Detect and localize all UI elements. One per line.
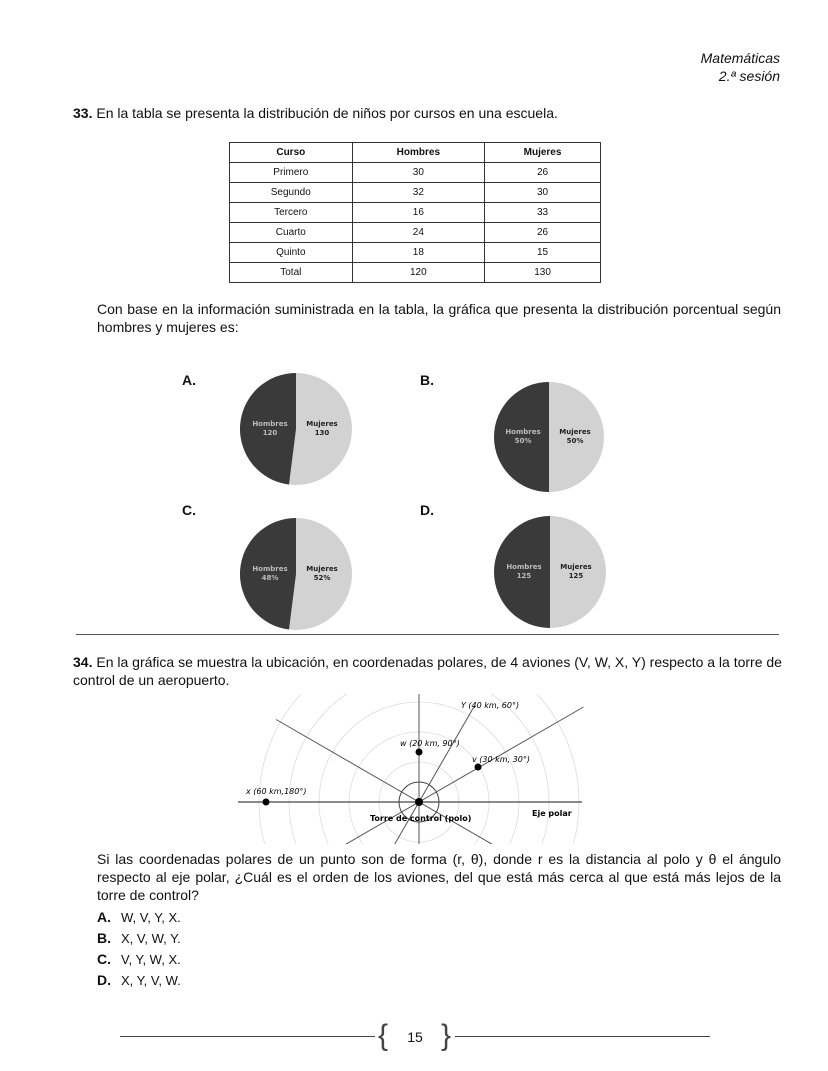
plane-x-label: x (60 km,180°) [245, 787, 306, 796]
pie-label-mujeres: Mujeres [306, 420, 337, 428]
answer-option-b[interactable]: B. X, V, W, Y. [97, 928, 181, 949]
plane-x-point [262, 798, 270, 806]
pie-value-hombres: 120 [263, 429, 278, 437]
footer-rule-left [120, 1036, 375, 1037]
q34-question: Si las coordenadas polares de un punto s… [97, 851, 781, 903]
subject-label: Matemáticas [700, 50, 780, 66]
table-row: Cuarto 24 26 [229, 222, 601, 243]
pie-slice-hombres [239, 518, 296, 630]
answer-text: V, Y, W, X. [121, 952, 181, 967]
option-a-letter[interactable]: A. [182, 372, 196, 388]
answer-text: W, V, Y, X. [121, 910, 181, 925]
option-c-letter[interactable]: C. [182, 502, 196, 518]
pie-label-mujeres: Mujeres [560, 563, 591, 571]
pie-value-mujeres: 50% [567, 437, 584, 445]
polar-axis-label: Eje polar [532, 809, 572, 818]
footer-rule-right [455, 1036, 710, 1037]
table-row: Quinto 18 15 [229, 242, 601, 263]
footer-brace-right: } [441, 1019, 452, 1052]
footer-brace-left: { [378, 1019, 389, 1052]
q33-number: 33. [73, 105, 93, 121]
q33-statement: 33. En la tabla se presenta la distribuc… [73, 104, 783, 122]
answer-option-a[interactable]: A. W, V, Y, X. [97, 907, 181, 928]
pie-label-mujeres: Mujeres [559, 428, 590, 436]
q34-statement: 34. En la gráfica se muestra la ubicació… [73, 653, 783, 689]
session-label: 2.ª sesión [718, 68, 780, 84]
q34-answers: A. W, V, Y, X. B. X, V, W, Y. C. V, Y, W, X… [97, 907, 181, 991]
plane-w-label: w (20 km, 90°) [400, 739, 460, 748]
q33-question: Con base en la información suministrada … [97, 301, 781, 335]
pie-slice-hombres [239, 373, 296, 485]
q33-table: Curso Hombres Mujeres Primero 30 26 Segu… [229, 142, 601, 283]
pie-slice-hombres [494, 382, 549, 492]
answer-letter: C. [97, 951, 111, 967]
answer-text: X, Y, V, W. [121, 973, 181, 988]
option-d-letter[interactable]: D. [420, 502, 434, 518]
pie-value-mujeres: 125 [569, 572, 584, 580]
answer-option-c[interactable]: C. V, Y, W, X. [97, 949, 181, 970]
pie-slice-hombres [494, 516, 550, 628]
polar-diagram: Y (40 km, 60°) w (20 km, 90°) v (30 km, … [238, 694, 584, 844]
pole-label: Torre de control (polo) [370, 814, 471, 823]
pie-label-hombres: Hombres [252, 420, 287, 428]
pie-value-hombres: 125 [517, 572, 532, 580]
plane-v-point [474, 763, 482, 771]
answer-letter: D. [97, 972, 111, 988]
page-number: 15 [407, 1029, 423, 1045]
plane-y-label: Y (40 km, 60°) [461, 701, 519, 710]
table-row: Segundo 32 30 [229, 182, 601, 203]
table-header-row: Curso Hombres Mujeres [229, 142, 601, 163]
answer-letter: B. [97, 930, 111, 946]
plane-v-label: v (30 km, 30°) [472, 755, 530, 764]
pole-point [415, 798, 423, 806]
option-b-letter[interactable]: B. [420, 372, 434, 388]
polar-ray-line [275, 719, 493, 844]
pie-value-hombres: 50% [515, 437, 532, 445]
polar-ray-line [394, 704, 476, 844]
answer-letter: A. [97, 909, 111, 925]
plane-w-point [415, 748, 423, 756]
pie-label-hombres: Hombres [252, 565, 287, 573]
pie-value-hombres: 48% [262, 574, 279, 582]
q34-statement-text: En la gráfica se muestra la ubicación, e… [73, 654, 782, 688]
polar-ray-line [345, 706, 584, 844]
table-row: Total 120 130 [229, 262, 601, 283]
pie-value-mujeres: 52% [314, 574, 331, 582]
pie-label-hombres: Hombres [506, 563, 541, 571]
table-cell: 120 [351, 262, 486, 283]
q33-statement-text: En la tabla se presenta la distribución … [96, 105, 558, 121]
pie-value-mujeres: 130 [315, 429, 330, 437]
q34-number: 34. [73, 654, 93, 670]
section-divider [76, 634, 779, 635]
pole-ring [398, 781, 440, 823]
page-header: Matemáticas 2.ª sesión [701, 49, 780, 85]
table-cell: Total [229, 262, 353, 283]
table-cell: 130 [484, 262, 601, 283]
pie-label-hombres: Hombres [505, 428, 540, 436]
pie-label-mujeres: Mujeres [306, 565, 337, 573]
answer-text: X, V, W, Y. [121, 931, 181, 946]
answer-option-d[interactable]: D. X, Y, V, W. [97, 970, 181, 991]
